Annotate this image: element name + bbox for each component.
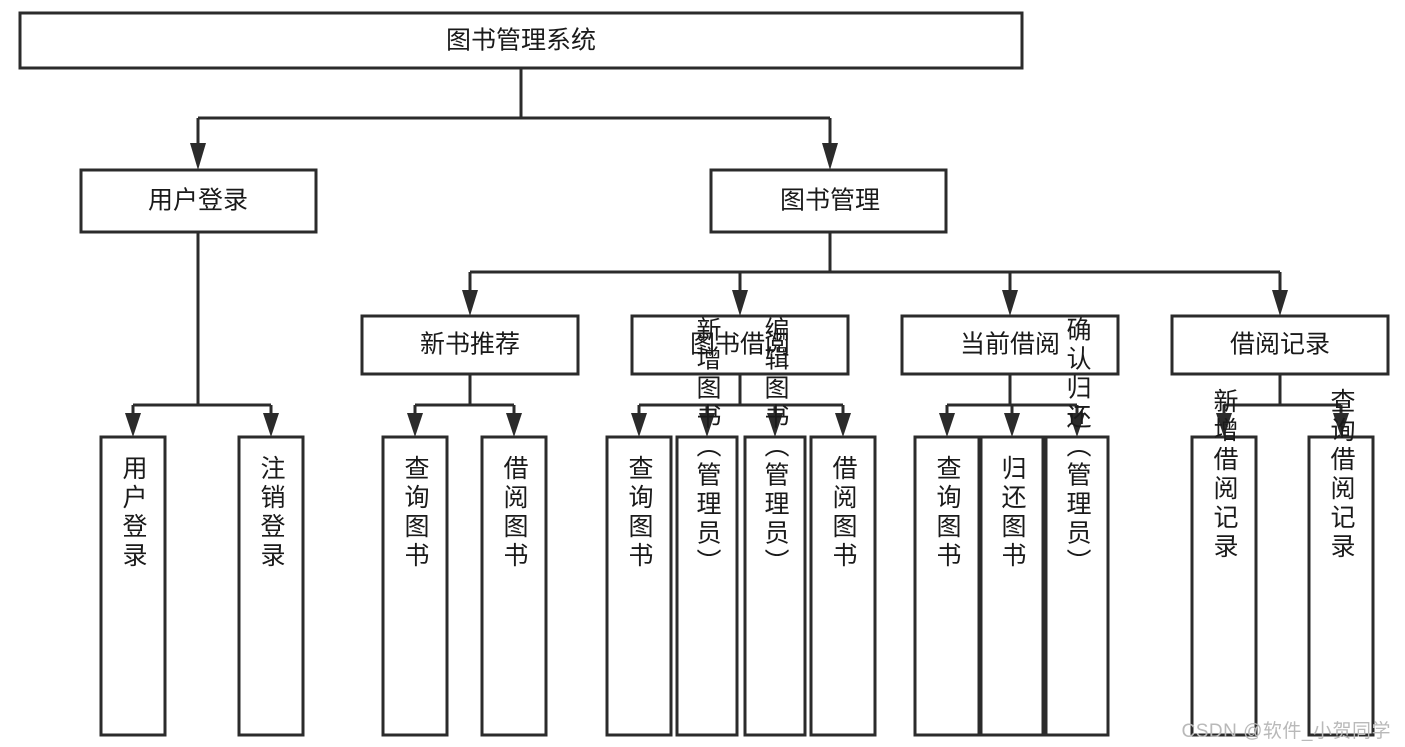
node-user-login-box [79, 168, 318, 234]
leaf-node-query-book-current[interactable]: 查询图书 [913, 435, 981, 737]
connectors-level2-to-level3 [462, 232, 1288, 316]
arrow-head-current-borrow [1002, 290, 1018, 316]
leaf-borrow-book-new-box [480, 435, 548, 737]
arrow-head-book-manage [822, 143, 838, 170]
leaf-node-logout[interactable]: 注销登录 [237, 435, 305, 737]
leaf-user-login-label: 用户登录 [119, 455, 148, 571]
arrow-head-leaf-logout [263, 413, 279, 437]
leaf-node-query-book-borrow[interactable]: 查询图书 [605, 435, 673, 737]
arrow-head-leaf-query-book-1 [407, 413, 423, 437]
arrow-head-leaf-edit-book [767, 413, 783, 437]
leaf-borrow-book-borrow-box [809, 435, 877, 737]
arrow-head-leaf-return-book [1004, 413, 1020, 437]
leaf-node-confirm-return[interactable]: 确认归还（管理员） [1044, 317, 1110, 737]
leaf-add-borrow-record-box [1190, 435, 1258, 737]
leaf-return-book-label: 归还图书 [998, 455, 1027, 571]
leaf-add-book-label: 新增图书（管理员） [693, 317, 722, 578]
leaf-query-book-borrow-label: 查询图书 [625, 455, 654, 571]
leaf-add-borrow-record-label: 新增借阅记录 [1210, 388, 1239, 562]
leaf-node-add-book[interactable]: 新增图书（管理员） [675, 317, 739, 737]
node-new-book-recommend-box [360, 314, 580, 376]
leaf-query-borrow-record-box [1307, 435, 1375, 737]
leaf-edit-book-box [743, 435, 807, 737]
arrow-head-leaf-query-book-2 [631, 413, 647, 437]
leaf-return-book-box [979, 435, 1045, 737]
leaf-confirm-return-label: 确认归还（管理员） [1063, 317, 1092, 578]
node-book-borrow-label: 图书借阅 [690, 331, 790, 359]
node-book-management-box [709, 168, 948, 234]
arrow-head-leaf-query-book-3 [939, 413, 955, 437]
leaf-node-query-borrow-record[interactable]: 查询借阅记录 [1307, 388, 1375, 737]
connectors-current-borrow-to-leaves [939, 374, 1085, 437]
leaf-node-borrow-book-borrow[interactable]: 借阅图书 [809, 435, 877, 737]
node-root-box [18, 11, 1024, 70]
arrow-head-leaf-confirm-return [1069, 413, 1085, 437]
leaf-query-book-new-label: 查询图书 [401, 455, 430, 571]
leaf-logout-box [237, 435, 305, 737]
node-book-management-label: 图书管理 [780, 187, 880, 215]
node-current-borrow-label: 当前借阅 [960, 331, 1060, 359]
node-root-label: 图书管理系统 [446, 27, 596, 55]
arrow-head-leaf-add-record [1216, 413, 1232, 437]
leaf-query-book-current-box [913, 435, 981, 737]
connectors-book-borrow-to-leaves [631, 374, 851, 437]
node-borrow-record-label: 借阅记录 [1230, 331, 1330, 359]
leaf-query-book-current-label: 查询图书 [933, 455, 962, 571]
arrow-head-leaf-borrow-book-1 [506, 413, 522, 437]
arrow-head-book-borrow [732, 290, 748, 316]
arrow-head-leaf-query-record [1333, 413, 1349, 437]
node-book-management[interactable]: 图书管理 [709, 168, 948, 234]
leaf-confirm-return-box [1044, 435, 1110, 737]
arrow-head-user-login [190, 143, 206, 170]
leaf-edit-book-label: 编辑图书（管理员） [761, 317, 790, 578]
leaf-node-query-book-new[interactable]: 查询图书 [381, 435, 449, 737]
leaf-query-book-borrow-box [605, 435, 673, 737]
leaf-logout-label: 注销登录 [257, 455, 286, 571]
connectors-new-book-to-leaves [407, 374, 522, 437]
connectors-user-login-to-leaves [125, 232, 279, 437]
arrow-head-leaf-borrow-book-2 [835, 413, 851, 437]
connectors-borrow-record-to-leaves [1216, 374, 1349, 437]
arrow-head-new-book [462, 290, 478, 316]
leaf-add-book-box [675, 435, 739, 737]
arrow-head-leaf-add-book [699, 413, 715, 437]
leaf-borrow-book-new-label: 借阅图书 [500, 455, 529, 571]
leaf-user-login-box [99, 435, 167, 737]
node-book-borrow[interactable]: 图书借阅 [630, 314, 850, 376]
leaf-node-return-book[interactable]: 归还图书 [979, 435, 1045, 737]
node-user-login-label: 用户登录 [148, 187, 248, 215]
arrow-head-borrow-record [1272, 290, 1288, 316]
arrow-head-leaf-user-login [125, 413, 141, 437]
connectors-root-to-level2 [190, 68, 838, 170]
leaf-query-book-new-box [381, 435, 449, 737]
node-borrow-record[interactable]: 借阅记录 [1170, 314, 1390, 376]
node-root-book-management-system[interactable]: 图书管理系统 [18, 11, 1024, 70]
node-book-borrow-box [630, 314, 850, 376]
leaf-node-user-login[interactable]: 用户登录 [99, 435, 167, 737]
node-borrow-record-box [1170, 314, 1390, 376]
node-new-book-recommend-label: 新书推荐 [420, 331, 520, 359]
node-new-book-recommend[interactable]: 新书推荐 [360, 314, 580, 376]
leaf-node-edit-book[interactable]: 编辑图书（管理员） [743, 317, 807, 737]
leaf-node-add-borrow-record[interactable]: 新增借阅记录 [1190, 388, 1258, 737]
node-user-login[interactable]: 用户登录 [79, 168, 318, 234]
leaf-borrow-book-borrow-label: 借阅图书 [829, 455, 858, 571]
leaf-query-borrow-record-label: 查询借阅记录 [1327, 388, 1356, 562]
node-current-borrow-box [900, 314, 1120, 376]
node-current-borrow[interactable]: 当前借阅 [900, 314, 1120, 376]
leaf-node-borrow-book-new[interactable]: 借阅图书 [480, 435, 548, 737]
